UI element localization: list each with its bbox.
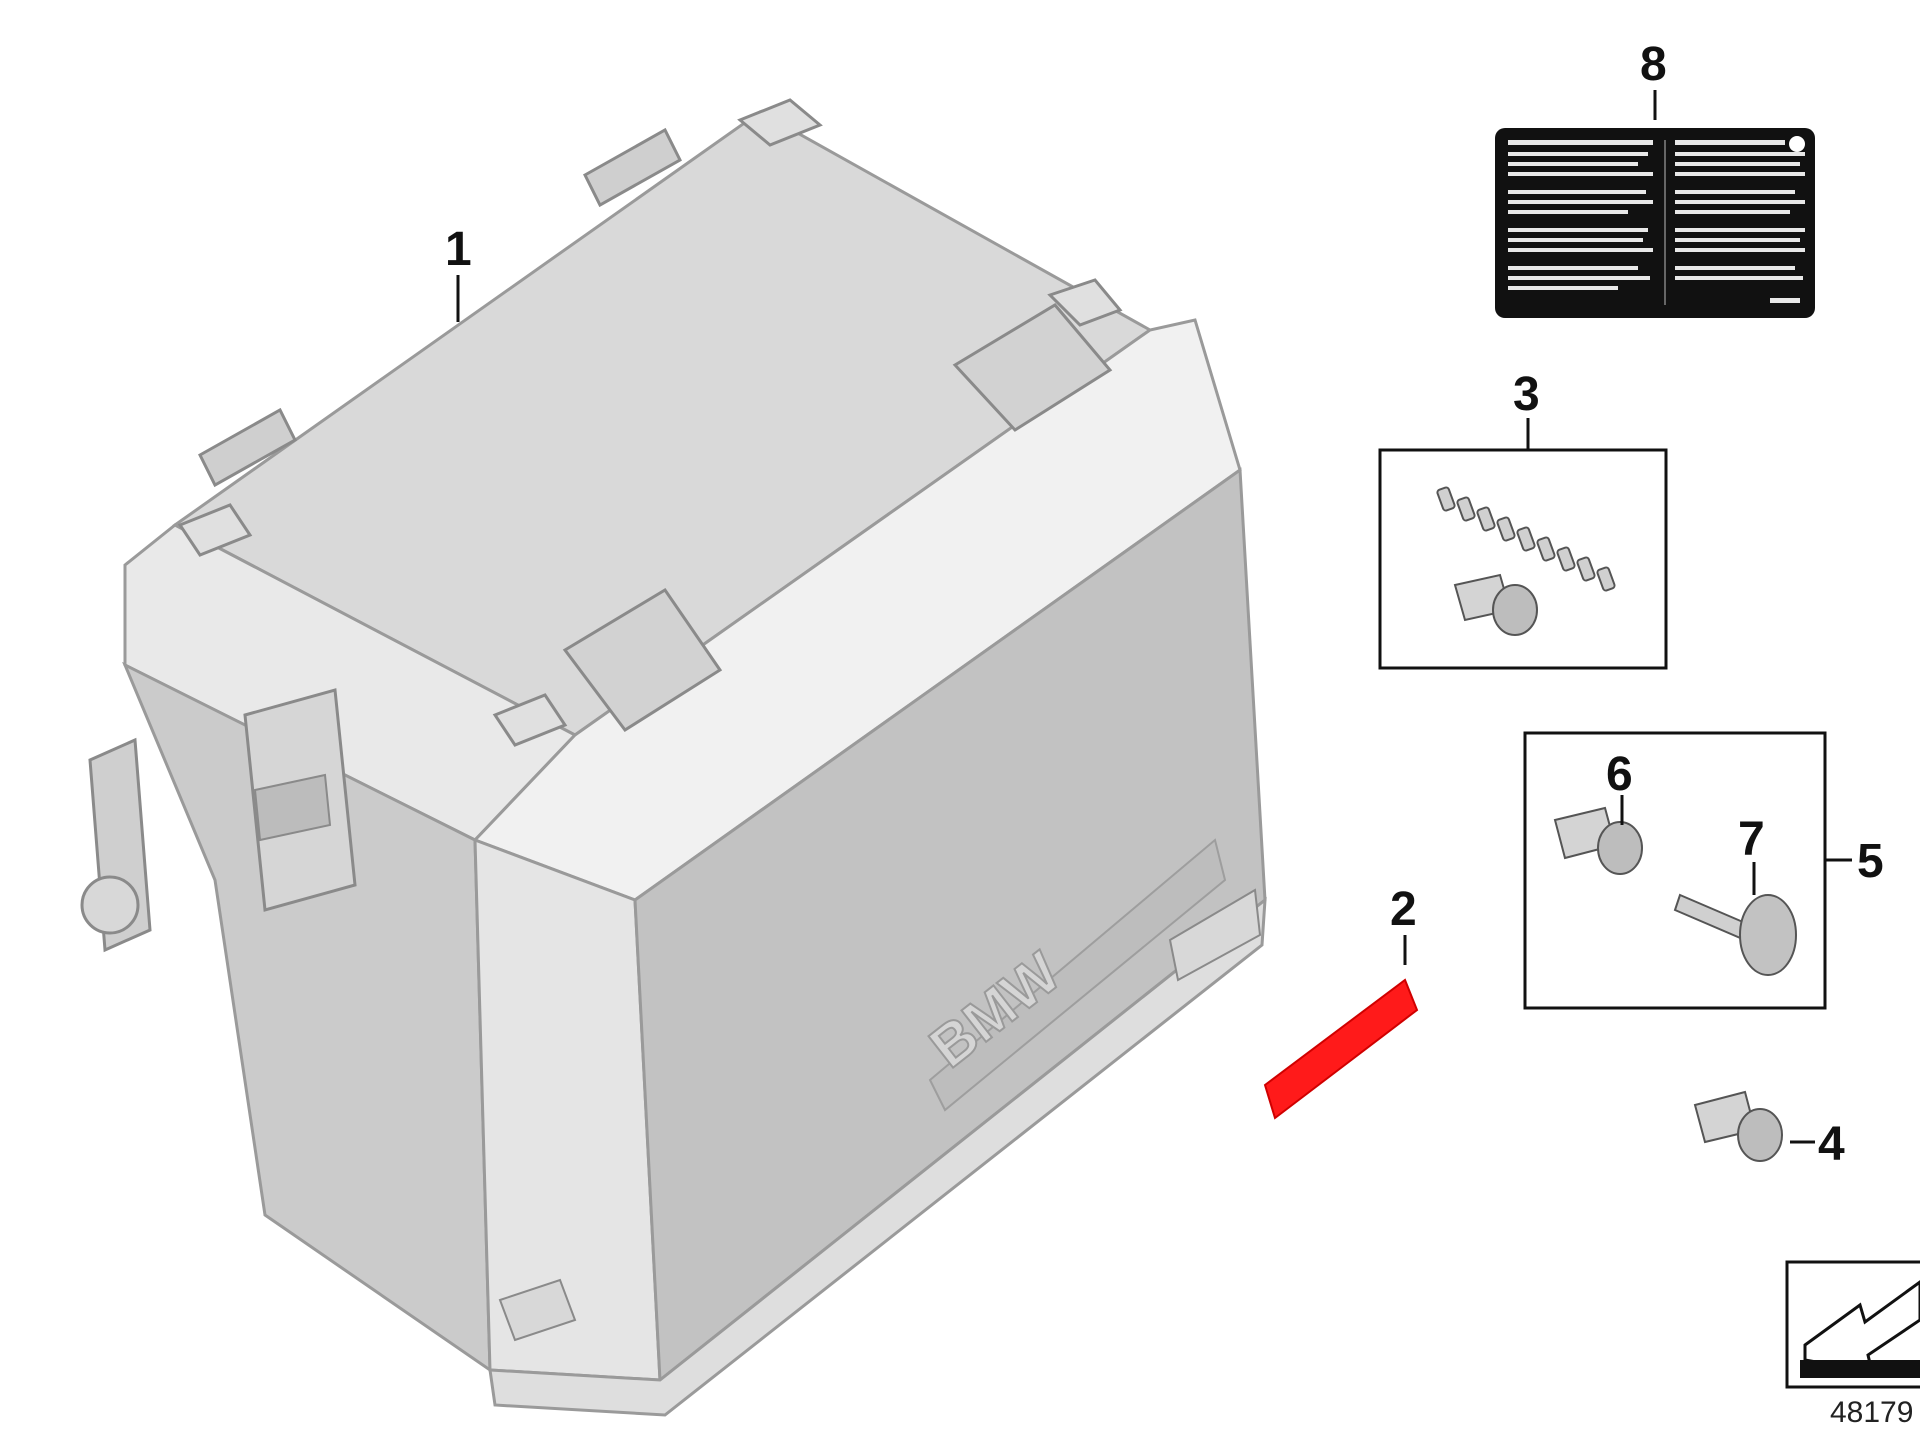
callout-2: 2 (1390, 883, 1417, 936)
key-icon (1673, 893, 1797, 976)
part-3-frame (1378, 448, 1668, 670)
lock-cylinder-icon (1693, 1090, 1783, 1162)
lock-cylinder-icon (1553, 806, 1643, 875)
document-number: 48179 (1830, 1396, 1913, 1429)
callout-5: 5 (1857, 835, 1884, 888)
callout-8: 8 (1640, 38, 1667, 91)
part-5-frame (1523, 731, 1827, 1010)
callout-1: 1 (445, 223, 472, 276)
orientation-icon (1785, 1260, 1920, 1389)
callout-7: 7 (1738, 813, 1765, 866)
pin-set-icon (1436, 486, 1616, 592)
lock-cylinder-icon (1453, 573, 1538, 636)
callout-3: 3 (1513, 368, 1540, 421)
callout-6: 6 (1606, 748, 1633, 801)
case-icon: BMW (80, 98, 1267, 1417)
callout-4: 4 (1818, 1118, 1845, 1171)
warning-label-icon (1495, 128, 1815, 318)
reflector-icon (1263, 978, 1419, 1120)
